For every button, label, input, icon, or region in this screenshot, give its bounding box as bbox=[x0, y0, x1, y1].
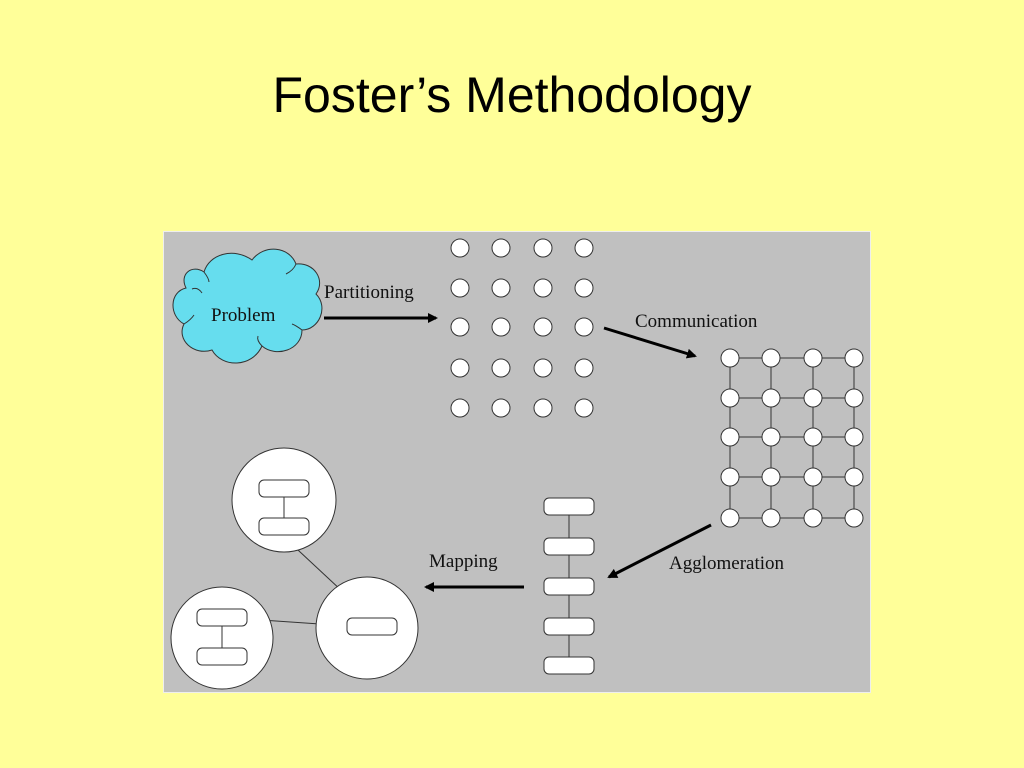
communication-mesh bbox=[720, 348, 864, 528]
problem-label: Problem bbox=[211, 305, 276, 326]
mapping-label: Mapping bbox=[429, 551, 498, 572]
agglomerated-tasks-column bbox=[543, 497, 595, 675]
problem-cloud: Problem bbox=[172, 248, 323, 364]
slide-title: Foster’s Methodology bbox=[272, 67, 752, 123]
mapped-processors bbox=[170, 447, 419, 690]
communication-label: Communication bbox=[635, 311, 758, 332]
communication-arrow bbox=[603, 326, 697, 359]
agglomeration-arrow bbox=[607, 523, 712, 579]
partitioned-tasks-grid bbox=[450, 238, 594, 418]
foster-diagram: Problem Partitioning Communication bbox=[163, 231, 871, 693]
agglomeration-label: Agglomeration bbox=[669, 553, 785, 574]
partitioning-label: Partitioning bbox=[324, 282, 414, 303]
